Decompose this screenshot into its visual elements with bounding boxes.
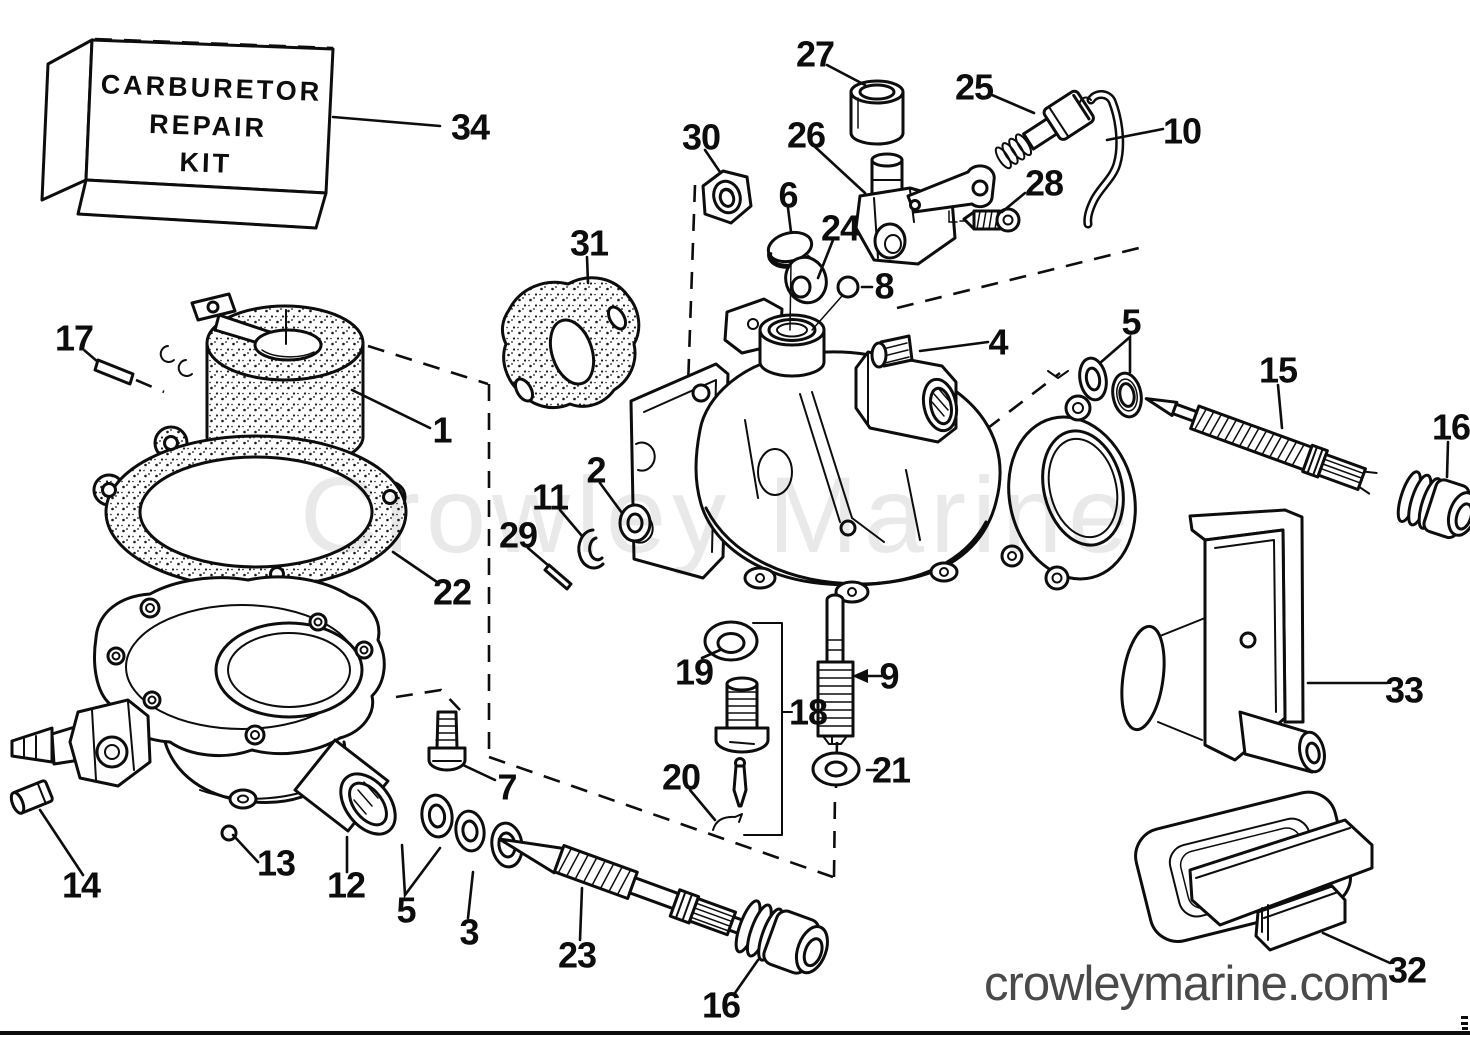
website-text: crowleymarine.com: [984, 957, 1390, 1011]
orifice-plug-18: [714, 676, 770, 754]
callout-25: 25: [955, 67, 994, 108]
callout-29: 29: [499, 515, 537, 556]
callout-7: 7: [497, 767, 516, 808]
mount-bracket-33: [1120, 508, 1374, 943]
callout-12: 12: [327, 865, 365, 906]
alignment-dashed-lines: [83, 184, 1144, 879]
callout-4: 4: [988, 322, 1008, 363]
callout-31: 31: [570, 223, 609, 264]
callout-5: 5: [1121, 302, 1141, 343]
repair-kit-box: CARBURETOR REPAIR KIT: [40, 37, 335, 230]
callout-32: 32: [1388, 950, 1426, 991]
callout-24: 24: [821, 208, 860, 249]
callout-3: 3: [459, 912, 478, 953]
drain-plug: [9, 779, 54, 815]
carburetor-body: [629, 297, 1137, 604]
packing-nut-right-16: [1396, 470, 1470, 540]
callout-9: 9: [879, 656, 898, 697]
callout-17: 17: [55, 318, 93, 359]
callout-16: 16: [702, 985, 740, 1026]
bottom-rule: [0, 1016, 1470, 1035]
callout-15: 15: [1259, 350, 1298, 391]
callout-13: 13: [257, 843, 295, 884]
callout-28: 28: [1025, 163, 1063, 204]
callout-33: 33: [1385, 670, 1423, 711]
callout-1: 1: [432, 410, 452, 451]
idle-screw-25: [994, 89, 1095, 170]
float-hinge-pin: [93, 358, 135, 386]
float-bowl: [9, 575, 397, 842]
callout-8: 8: [874, 266, 893, 307]
packing-nut-bottom: [734, 899, 829, 975]
callout-16: 16: [1432, 407, 1470, 448]
washer-21: [811, 751, 861, 787]
throttle-shaft-washers: [543, 503, 652, 591]
kit-box-line2: REPAIR: [149, 109, 268, 143]
inlet-needle-20: [712, 757, 748, 831]
callout-34: 34: [451, 107, 490, 148]
check-ball-8: [811, 275, 860, 331]
seal-24: [784, 255, 828, 305]
callout-6: 6: [778, 175, 797, 216]
callout-5: 5: [396, 890, 416, 931]
screw-28: [948, 207, 1021, 233]
link-rod-10: [1079, 90, 1125, 229]
main-jet-9: [816, 593, 855, 745]
bowl-gasket: [92, 425, 408, 591]
repair-kit-label: CARBURETOR REPAIR KIT: [100, 69, 322, 179]
callout-23: 23: [558, 935, 596, 976]
callout-22: 22: [433, 572, 471, 613]
callout-30: 30: [682, 117, 720, 158]
cap-27: [849, 79, 905, 146]
bowl-screw: [427, 710, 467, 772]
callout-19: 19: [675, 652, 713, 693]
callout-11: 11: [532, 477, 569, 518]
callout-10: 10: [1163, 111, 1201, 152]
kit-box-line3: KIT: [179, 147, 233, 179]
group-bracket-18: [743, 622, 783, 836]
callout-20: 20: [662, 757, 700, 798]
inlet-valve-assembly-26: [854, 152, 996, 266]
callout-14: 14: [62, 865, 101, 906]
callout-21: 21: [872, 750, 911, 791]
callout-18: 18: [789, 692, 827, 733]
leader-lines: [38, 63, 1450, 995]
mount-gasket: [500, 276, 641, 409]
right-washers-5: [1078, 356, 1143, 419]
high-speed-needle-15: [1144, 397, 1378, 495]
check-ball: [220, 824, 238, 842]
callout-26: 26: [787, 115, 825, 156]
nut-30: [701, 169, 753, 225]
bowl-outlet: [293, 738, 397, 836]
body-screw-4: [870, 334, 914, 369]
low-speed-needle: [497, 837, 744, 937]
bowl-inlet-fitting: [10, 698, 152, 788]
callout-2: 2: [586, 450, 605, 491]
wedge-32: [1254, 884, 1347, 952]
callout-27: 27: [796, 34, 834, 75]
